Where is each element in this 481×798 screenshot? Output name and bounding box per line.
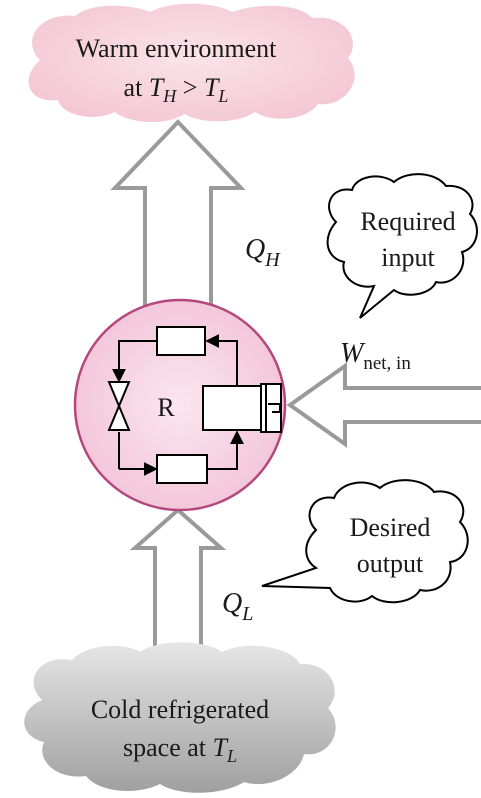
cold-space-cloud: Cold refrigerated space at TL (24, 642, 336, 793)
warm-environment-temperature: at TH > TL (124, 73, 229, 106)
heat-absorbed-label: QL (222, 588, 253, 625)
compressor-box (202, 385, 262, 431)
cold-subscript-l: L (226, 746, 237, 766)
required-input-bubble: Required input (326, 173, 478, 319)
desired-output-line2: output (357, 549, 424, 578)
heat-absorbed-subscript: L (241, 603, 253, 625)
required-input-bubble-shape (326, 173, 478, 319)
line-evaporator-to-compressor (207, 430, 244, 470)
work-input-subscript: net, in (363, 353, 411, 374)
refrigerator-label: R (157, 393, 175, 422)
condenser-box (156, 326, 206, 356)
heat-rejected-arrow (110, 119, 246, 322)
cold-cloud-shape (24, 642, 336, 793)
cold-space-title: Cold refrigerated (91, 695, 269, 724)
compressor-shaft-box (260, 383, 282, 433)
work-input-symbol: W (340, 338, 366, 369)
heat-rejected-label: QH (245, 234, 281, 271)
expansion-valve (107, 381, 131, 431)
heat-absorbed-arrow (129, 507, 227, 665)
required-input-line1: Required (360, 207, 455, 236)
refrigerator-circle (73, 298, 287, 512)
heat-rejected-subscript: H (264, 249, 281, 271)
required-input-line2: input (381, 243, 435, 272)
line-compressor-to-condenser (205, 334, 238, 386)
warm-environment-cloud: Warm environment at TH > TL (28, 3, 355, 123)
heat-absorbed-symbol: Q (222, 588, 242, 619)
desired-output-line1: Desired (350, 513, 431, 542)
evaporator-box (156, 454, 208, 484)
greater-than-sign: > (176, 73, 204, 102)
line-condenser-to-valve (112, 340, 157, 383)
symbol-tl: T (204, 73, 220, 102)
cold-space-prefix: space at (123, 733, 213, 762)
warm-environment-title: Warm environment (76, 34, 278, 63)
desired-output-bubble: Desired output (261, 479, 469, 604)
compressor-shaft-hook (268, 403, 281, 413)
cold-symbol-tl: T (213, 733, 229, 762)
cold-space-temperature: space at TL (123, 733, 237, 766)
desired-output-bubble-shape (261, 479, 469, 604)
work-input-arrow (286, 362, 481, 448)
subscript-h: H (162, 86, 177, 106)
subscript-l: L (217, 86, 228, 106)
work-input-label: Wnet, in (340, 338, 411, 374)
warm-cloud-shape (28, 3, 355, 123)
refrigerator-cycle: R (73, 298, 287, 512)
warm-at-prefix: at (124, 73, 149, 102)
heat-rejected-symbol: Q (245, 234, 265, 265)
symbol-th: T (149, 73, 165, 102)
